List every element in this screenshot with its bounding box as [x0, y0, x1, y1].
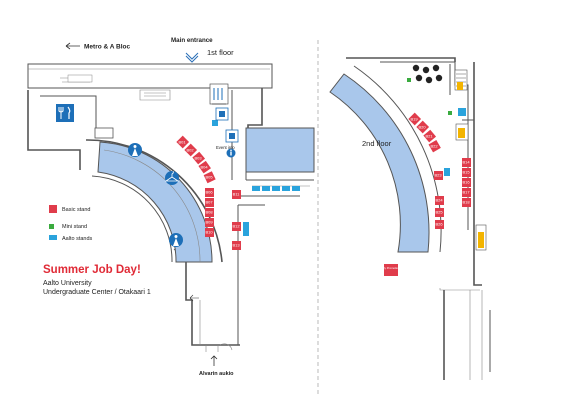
svg-text:B06: B06	[205, 190, 213, 195]
elevator-icon	[215, 107, 229, 121]
coat-hanger-icon	[164, 170, 180, 185]
person-icon	[169, 233, 183, 247]
svg-text:Mini stand: Mini stand	[62, 224, 87, 230]
mini-stand	[448, 111, 452, 115]
svg-text:B21: B21	[425, 134, 433, 139]
first-floor-stands: B01 B02 B03 B04 B05 B06 B07 B08	[176, 120, 249, 250]
svg-text:B13: B13	[232, 243, 240, 248]
stand-b26: B26	[435, 220, 444, 229]
stand-b01: B01	[176, 135, 190, 149]
main-entrance-label: Main entrance	[171, 37, 213, 44]
svg-text:B15: B15	[462, 170, 470, 175]
stand-b06: B06	[205, 188, 214, 197]
svg-text:B11: B11	[233, 192, 241, 197]
svg-text:B22: B22	[430, 144, 438, 149]
aalto-stand	[444, 168, 450, 176]
svg-text:B01: B01	[178, 140, 186, 145]
svg-text:B09: B09	[205, 220, 213, 225]
aalto-stand-event-info	[212, 120, 218, 126]
first-floor-label: 1st floor	[207, 48, 234, 57]
stairs-icon	[455, 123, 469, 141]
legend: Basic stand Mini stand Aalto stands	[49, 205, 93, 242]
first-floor-icons	[56, 83, 239, 247]
stand-b08: B08	[205, 208, 214, 217]
stand-b18: B18	[462, 198, 471, 207]
aalto-stand-corridor	[243, 222, 249, 236]
entrance-arrow-icon	[185, 52, 199, 63]
event-line2: Undergraduate Center / Otakaari 1	[43, 289, 151, 296]
stand-b05: B05	[203, 171, 216, 184]
stand-b20: B20	[416, 120, 430, 134]
stand-b14: B14	[462, 158, 471, 167]
svg-text:B02: B02	[186, 148, 194, 153]
seating-icon	[412, 64, 443, 84]
stand-b15: B15	[462, 168, 471, 177]
person-icon	[128, 143, 142, 157]
stand-b13: B13	[232, 241, 241, 250]
event-line1: Aalto University	[43, 280, 92, 287]
stand-b02: B02	[184, 143, 198, 157]
svg-text:Basic stand: Basic stand	[62, 207, 90, 213]
stand-b23: B23	[434, 171, 443, 180]
metro-label: Metro & A Bloc	[65, 42, 130, 51]
svg-text:B07: B07	[205, 200, 213, 205]
svg-text:B04: B04	[200, 165, 208, 170]
alvarin-arrow-icon	[210, 355, 218, 366]
second-floor-label: 2nd floor	[362, 139, 392, 148]
svg-text:B16: B16	[462, 180, 470, 185]
stand-b10: B10	[205, 228, 214, 237]
stand-b22: B22	[428, 140, 441, 153]
elevator-icon	[225, 129, 239, 143]
svg-text:B10: B10	[205, 230, 213, 235]
elevator-icon	[458, 108, 466, 116]
second-floor-stands: B14 B15 B16 B17 B18 B19 B20 B21	[408, 112, 471, 229]
stand-b09: B09	[205, 218, 214, 227]
svg-text:B14: B14	[462, 160, 470, 165]
stand-b24: B24	[435, 196, 444, 205]
svg-text:B25: B25	[435, 210, 443, 215]
stand-b03: B03	[192, 151, 206, 165]
mini-stand	[407, 78, 411, 82]
event-info-label: Event info	[216, 145, 235, 150]
event-title-block: Summer Job Day! Aalto University Undergr…	[43, 264, 151, 296]
exit-arrow-icon	[189, 294, 199, 302]
svg-text:B23: B23	[434, 173, 442, 178]
svg-text:B24: B24	[435, 198, 443, 203]
stand-b21: B21	[423, 129, 437, 143]
svg-text:B12: B12	[232, 224, 240, 229]
stairs-icon	[209, 83, 229, 105]
event-title: Summer Job Day!	[43, 264, 141, 276]
svg-text:B26: B26	[435, 222, 443, 227]
first-floor-labels: Metro & A Bloc Main entrance 1st floor E…	[65, 37, 235, 377]
svg-text:B19: B19	[410, 117, 418, 122]
stand-b07: B07	[205, 198, 214, 207]
stand-b17: B17	[462, 188, 471, 197]
svg-text:B05: B05	[205, 175, 213, 180]
info-icon	[226, 148, 236, 158]
svg-text:Metro & A Bloc: Metro & A Bloc	[84, 44, 130, 51]
second-floor-plan: Oy Promotion 2nd floor	[329, 57, 491, 380]
svg-text:B03: B03	[194, 156, 202, 161]
stand-b12: B12	[232, 222, 241, 231]
restaurant-icon	[56, 104, 74, 122]
svg-text:B17: B17	[462, 190, 470, 195]
stairs-icon	[475, 224, 487, 251]
svg-text:B08: B08	[205, 210, 213, 215]
stairs-icon	[454, 69, 468, 91]
stand-b25: B25	[435, 208, 444, 217]
svg-text:Aalto stands: Aalto stands	[62, 236, 93, 242]
stand-b11: B11	[232, 190, 241, 199]
oy-promotion-stand	[384, 264, 398, 276]
first-floor-plan	[27, 63, 315, 352]
stand-b04: B04	[198, 160, 211, 174]
oy-promotion-label: Oy Promotion	[382, 266, 400, 270]
alvarin-aukio-label: Alvarin aukio	[199, 371, 234, 377]
stand-b16: B16	[462, 178, 471, 187]
svg-text:B20: B20	[418, 125, 426, 130]
svg-text:B18: B18	[462, 200, 470, 205]
